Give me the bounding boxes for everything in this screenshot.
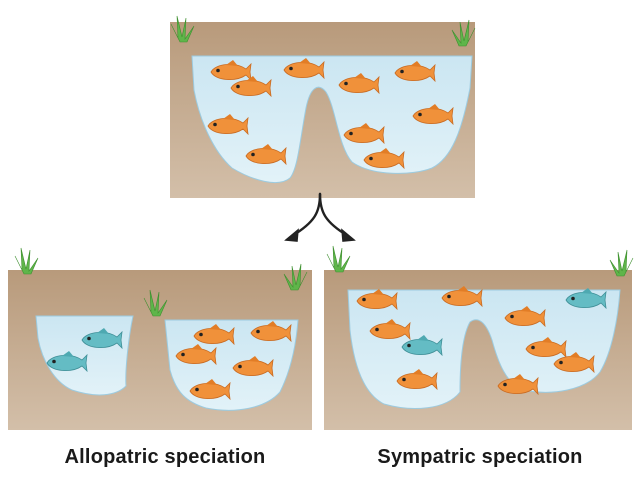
grass-icon (326, 245, 351, 273)
sympatric-pond (324, 245, 634, 430)
original-pond (170, 15, 476, 198)
sympatric-label: Sympatric speciation (377, 446, 583, 468)
allopatric-label: Allopatric speciation (64, 446, 266, 468)
allopatric-pond (8, 247, 312, 430)
split-arrow-icon (284, 192, 356, 242)
